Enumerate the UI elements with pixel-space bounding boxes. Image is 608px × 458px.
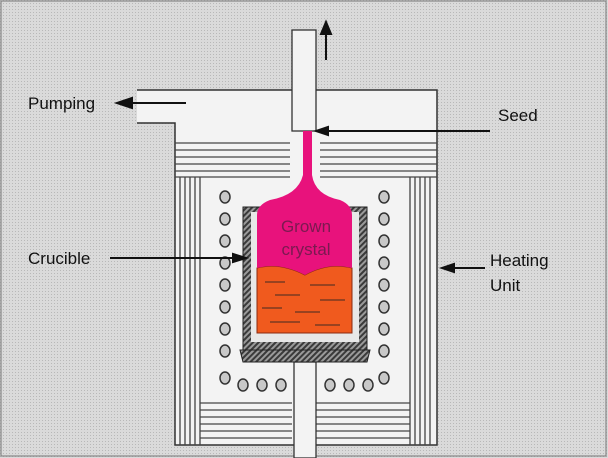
heating-unit-label-line1: Heating xyxy=(490,251,549,270)
top-insulation xyxy=(175,142,437,178)
heating-unit-label-line2: Unit xyxy=(490,276,521,295)
bottom-insulation xyxy=(200,402,410,439)
crucible-arrow xyxy=(110,252,250,264)
pumping-label: Pumping xyxy=(28,94,95,113)
heating-coils xyxy=(219,190,390,392)
grown-crystal xyxy=(257,131,352,275)
side-insulation xyxy=(179,177,431,445)
melt-texture xyxy=(262,281,345,326)
heating-arrow xyxy=(438,262,485,274)
pull-up-arrow xyxy=(319,19,333,60)
crystal-label-line1: Grown xyxy=(281,217,331,236)
crystal-label-line2: crystal xyxy=(281,240,330,259)
seed-arrow xyxy=(312,125,490,137)
pumping-arrow xyxy=(113,96,186,110)
crucible-support-rod xyxy=(293,361,317,458)
seed-rod xyxy=(291,29,317,132)
seed-label: Seed xyxy=(498,106,538,125)
crucible-label: Crucible xyxy=(28,249,90,268)
